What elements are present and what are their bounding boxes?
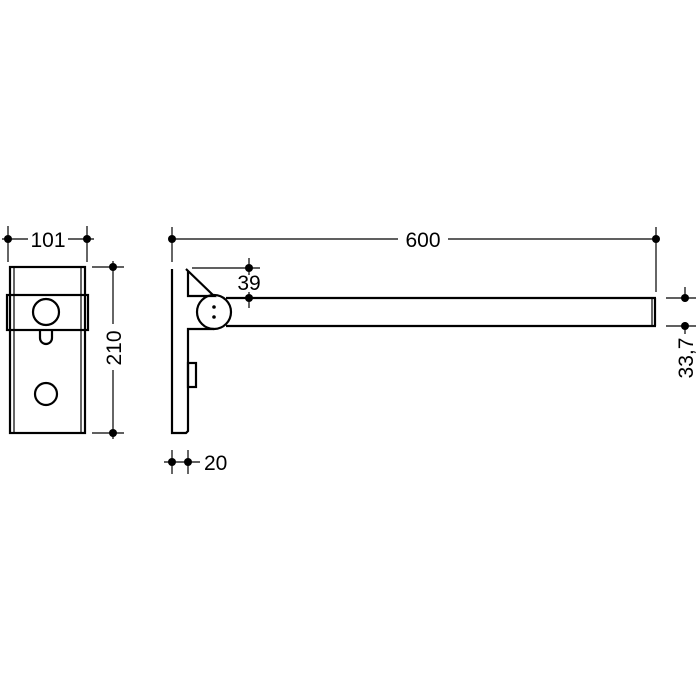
dimension-label-width: 101	[30, 229, 65, 252]
front-upper-hole	[31, 297, 61, 327]
front-slot	[38, 330, 54, 346]
dimension-label-diameter: 33,7	[675, 338, 698, 379]
side-wall-plate	[170, 268, 217, 435]
dimension-label-offset: 39	[237, 272, 260, 295]
front-clamp-band	[5, 293, 90, 332]
side-view: 600 39 20 33,7	[164, 227, 698, 475]
dimension-length-600: 600	[168, 227, 660, 292]
side-plate-block	[186, 361, 198, 389]
front-view: 101 210	[2, 226, 126, 439]
dimension-label-thickness: 20	[204, 452, 227, 475]
side-hinge-circle	[195, 293, 233, 331]
dimension-label-length: 600	[405, 229, 440, 252]
dimension-thickness-20: 20	[164, 450, 227, 475]
dimension-offset-39: 39	[192, 258, 261, 308]
dimension-diameter-33-7: 33,7	[666, 287, 698, 378]
dimension-height-210: 210	[92, 261, 126, 439]
dimension-width-101: 101	[2, 226, 94, 262]
dimension-label-height: 210	[103, 330, 126, 365]
front-lower-hole	[33, 381, 59, 407]
front-plate-outline	[8, 265, 87, 435]
